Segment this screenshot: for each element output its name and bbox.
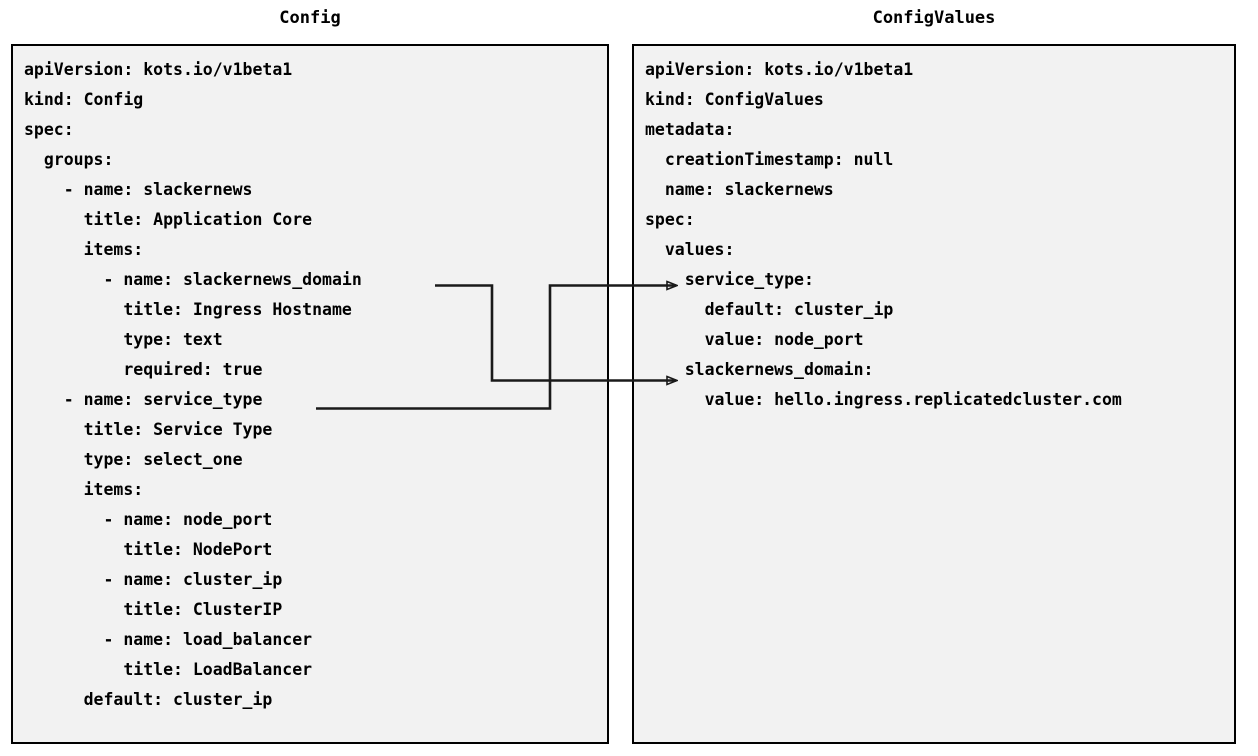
- yaml-line: value: node_port: [645, 330, 864, 349]
- configvalues-yaml-block: apiVersion: kots.io/v1beta1 kind: ConfigV…: [645, 55, 1122, 415]
- yaml-line: title: Ingress Hostname: [24, 300, 352, 319]
- yaml-line: name: slackernews: [645, 180, 834, 199]
- yaml-line: values:: [645, 240, 735, 259]
- config-yaml-block: apiVersion: kots.io/v1beta1 kind: Config s…: [24, 55, 362, 715]
- yaml-line: spec:: [645, 210, 695, 229]
- configvalues-panel: apiVersion: kots.io/v1beta1 kind: ConfigV…: [632, 44, 1236, 744]
- yaml-line: service_type:: [645, 270, 814, 289]
- right-panel-title: ConfigValues: [872, 8, 996, 28]
- yaml-line: - name: service_type: [24, 390, 263, 409]
- yaml-line: type: text: [24, 330, 223, 349]
- yaml-line: metadata:: [645, 120, 735, 139]
- yaml-line: - name: slackernews: [24, 180, 253, 199]
- yaml-line: title: ClusterIP: [24, 600, 283, 619]
- yaml-line: default: cluster_ip: [645, 300, 894, 319]
- config-panel: apiVersion: kots.io/v1beta1 kind: Config s…: [11, 44, 609, 744]
- yaml-line: slackernews_domain:: [645, 360, 874, 379]
- yaml-line: items:: [24, 480, 144, 499]
- yaml-line: - name: node_port: [24, 510, 273, 529]
- yaml-line: default: cluster_ip: [24, 690, 273, 709]
- yaml-line: kind: ConfigValues: [645, 90, 824, 109]
- yaml-line: spec:: [24, 120, 74, 139]
- yaml-line: required: true: [24, 360, 263, 379]
- yaml-line: title: Application Core: [24, 210, 313, 229]
- yaml-line: title: Service Type: [24, 420, 273, 439]
- yaml-line: - name: slackernews_domain: [24, 270, 362, 289]
- yaml-line: items:: [24, 240, 144, 259]
- yaml-line: - name: load_balancer: [24, 630, 313, 649]
- yaml-line: title: NodePort: [24, 540, 273, 559]
- yaml-line: groups:: [24, 150, 114, 169]
- yaml-line: - name: cluster_ip: [24, 570, 283, 589]
- yaml-line: value: hello.ingress.replicatedcluster.c…: [645, 390, 1122, 409]
- left-panel-title: Config: [279, 8, 341, 28]
- yaml-line: apiVersion: kots.io/v1beta1: [24, 60, 293, 79]
- yaml-line: apiVersion: kots.io/v1beta1: [645, 60, 914, 79]
- yaml-line: creationTimestamp: null: [645, 150, 894, 169]
- yaml-line: type: select_one: [24, 450, 243, 469]
- yaml-line: kind: Config: [24, 90, 144, 109]
- yaml-line: title: LoadBalancer: [24, 660, 313, 679]
